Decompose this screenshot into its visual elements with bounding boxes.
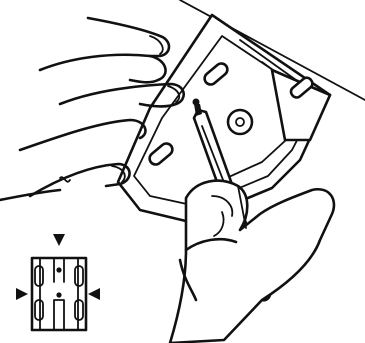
arrow-left-icon bbox=[88, 288, 100, 300]
arrow-down-icon bbox=[53, 234, 65, 246]
bracket-center-hole bbox=[228, 110, 252, 134]
bracket-alignment-inset bbox=[16, 234, 100, 330]
right-hand bbox=[170, 181, 334, 343]
arrow-right-icon bbox=[16, 288, 28, 300]
